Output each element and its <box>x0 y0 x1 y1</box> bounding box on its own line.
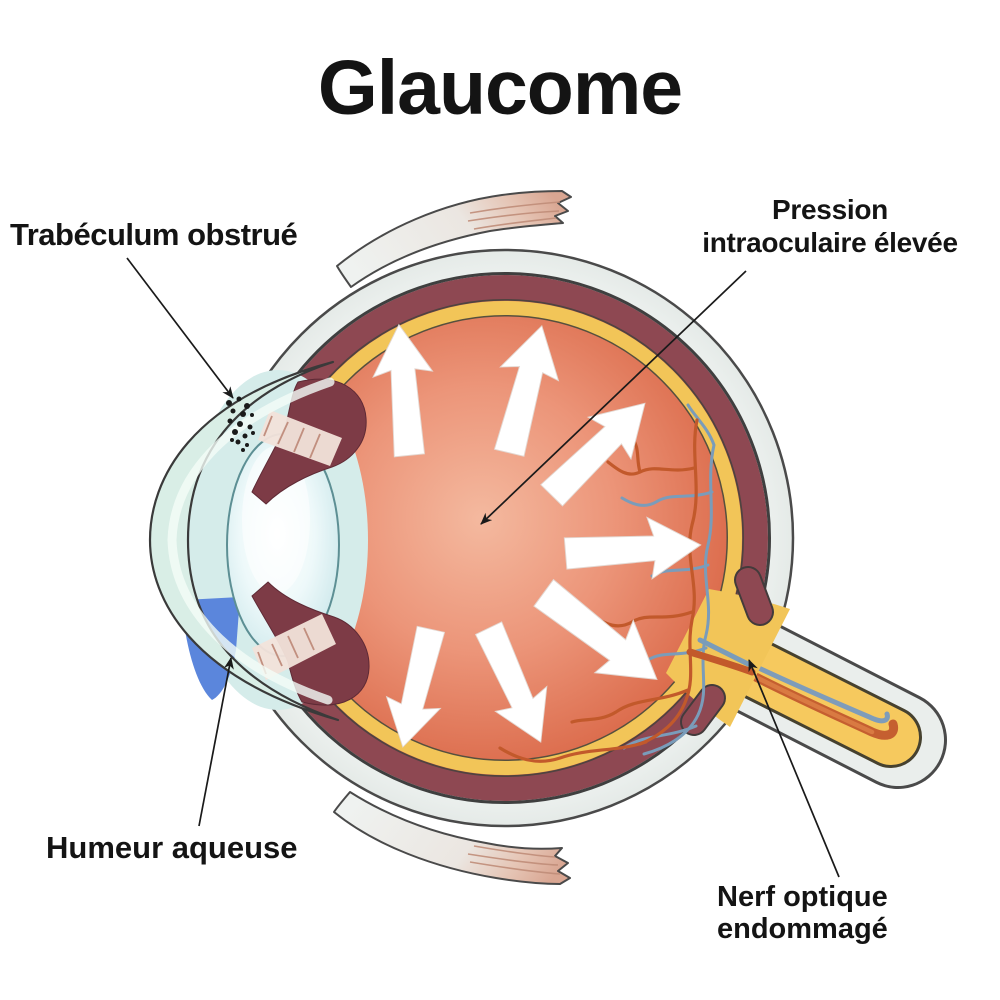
central-retinal-vein <box>741 658 890 724</box>
label-line-1: Nerf optique <box>717 881 888 913</box>
label-line-1: Pression <box>772 194 888 225</box>
anterior-segment <box>148 360 370 722</box>
pointer-lines <box>126 257 840 878</box>
superior-rectus-muscle <box>336 190 572 288</box>
pointer-aqueous <box>198 657 234 827</box>
cornea-highlight <box>167 377 335 705</box>
label-nerf-optique: Nerf optique endommagé <box>717 881 888 945</box>
trabecular-meshwork-blockage <box>226 396 255 452</box>
label-line-2: endommagé <box>717 913 888 945</box>
retinal-arteries <box>498 418 756 763</box>
cornea <box>148 360 340 722</box>
pointer-optic-nerve <box>748 659 840 878</box>
muscle-fiber-striations <box>467 845 561 875</box>
label-trabeculum-obstrue: Trabéculum obstrué <box>10 217 298 252</box>
pointer-pressure <box>480 270 747 525</box>
label-humeur-aqueuse: Humeur aqueuse <box>46 830 298 865</box>
zonule-fibers-upper <box>258 410 342 466</box>
label-line-2: intraoculaire élevée <box>702 227 958 258</box>
label-pression-intraoculaire: Pression intraoculaire élevée <box>650 193 1000 259</box>
diagram-title: Glaucome <box>317 45 683 131</box>
pointer-trabeculum <box>126 257 234 399</box>
optic-nerve <box>689 609 947 789</box>
retinal-blood-vessels <box>498 403 756 763</box>
muscle-fiber-striations <box>467 201 561 230</box>
inferior-rectus-muscle <box>333 791 571 885</box>
